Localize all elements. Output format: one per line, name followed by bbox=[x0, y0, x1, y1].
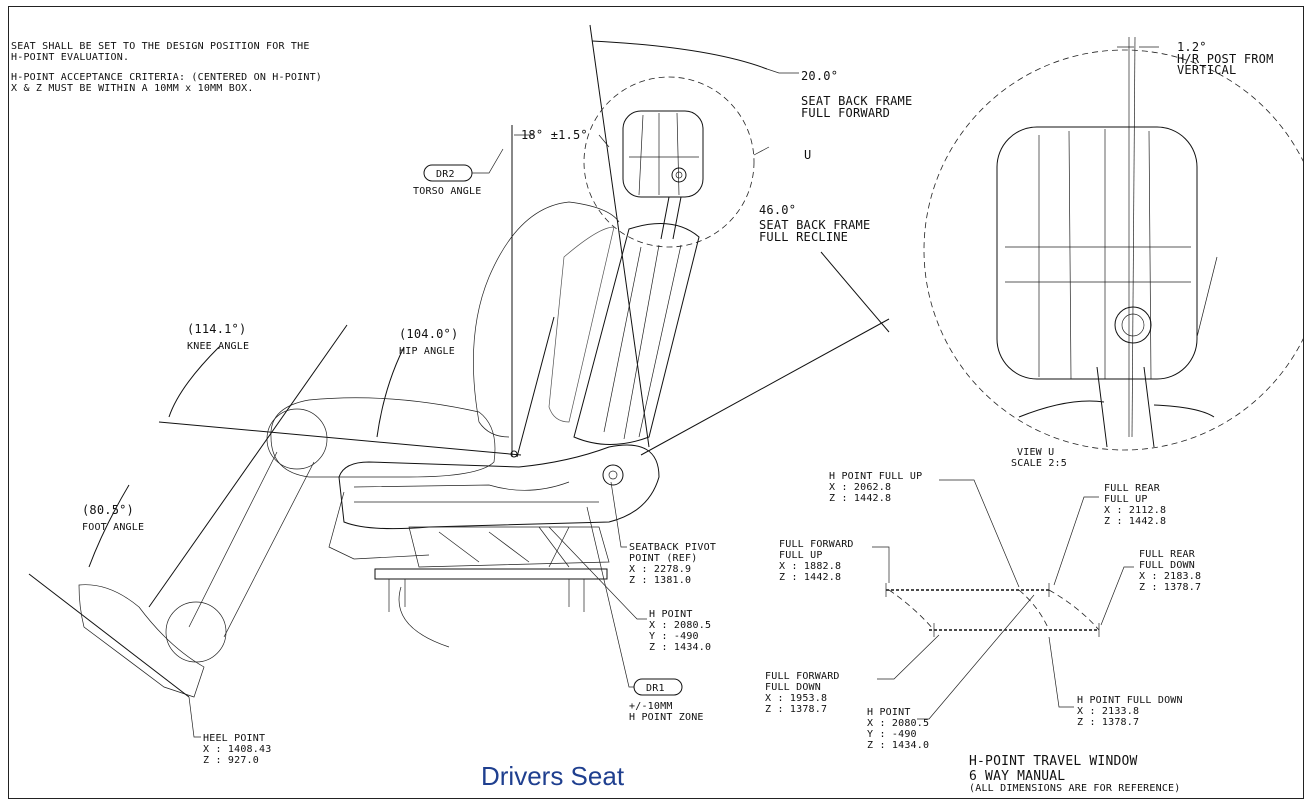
heel-z: Z : 927.0 bbox=[203, 755, 259, 766]
fwd-up-x: X : 1882.8 bbox=[779, 561, 841, 572]
hr-post-value: 1.2° bbox=[1177, 40, 1207, 54]
full-down-label: H POINT FULL DOWN bbox=[1077, 695, 1183, 706]
hpoint-y: Y : -490 bbox=[649, 631, 699, 642]
dr2-tag: DR2 bbox=[423, 148, 504, 182]
notes-block: SEAT SHALL BE SET TO THE DESIGN POSITION… bbox=[11, 41, 322, 94]
travel-window-note: (ALL DIMENSIONS ARE FOR REFERENCE) bbox=[969, 783, 1181, 794]
hpoint-z: Z : 1434.0 bbox=[649, 642, 711, 653]
rear-up-label: FULL UP bbox=[1104, 494, 1148, 505]
fwd-up-label: FULL FORWARD bbox=[779, 539, 854, 550]
fwd-down-label: FULL DOWN bbox=[765, 682, 821, 693]
view-u-detail bbox=[923, 36, 1303, 451]
rear-up-z: Z : 1442.8 bbox=[1104, 516, 1166, 527]
heel-x: X : 1408.43 bbox=[203, 744, 271, 755]
foot-angle-value: (80.5°) bbox=[82, 503, 134, 517]
pivot-label: SEATBACK PIVOT bbox=[629, 542, 716, 553]
knee-angle-value: (114.1°) bbox=[187, 322, 246, 336]
seatback-recline-label: FULL RECLINE bbox=[759, 230, 848, 244]
pivot-label: POINT (REF) bbox=[629, 553, 697, 564]
fwd-up-label: FULL UP bbox=[779, 550, 823, 561]
travel-hpoint-label: H POINT bbox=[867, 707, 911, 718]
note-line: H-POINT ACCEPTANCE CRITERIA: (CENTERED O… bbox=[11, 72, 322, 83]
full-up-x: X : 2062.8 bbox=[829, 482, 891, 493]
hr-post-label: VERTICAL bbox=[1177, 63, 1236, 77]
travel-hpoint-y: Y : -490 bbox=[867, 729, 917, 740]
zone-label: H POINT ZONE bbox=[629, 712, 704, 723]
hpoint-label: H POINT bbox=[649, 609, 693, 620]
hpoint-x: X : 2080.5 bbox=[649, 620, 711, 631]
pivot-x: X : 2278.9 bbox=[629, 564, 691, 575]
rear-up-label: FULL REAR bbox=[1104, 483, 1161, 494]
full-down-x: X : 2133.8 bbox=[1077, 706, 1139, 717]
view-callout: U bbox=[804, 148, 811, 162]
drawing-frame: SEAT SHALL BE SET TO THE DESIGN POSITION… bbox=[8, 6, 1304, 799]
fwd-down-x: X : 1953.8 bbox=[765, 693, 827, 704]
dr1-tag: DR1 bbox=[633, 678, 683, 696]
travel-window-subtitle: 6 WAY MANUAL bbox=[969, 769, 1065, 784]
full-up-label: H POINT FULL UP bbox=[829, 471, 922, 482]
seat-labels: 18° ±1.5° TORSO ANGLE 20.0° SEAT BACK FR… bbox=[82, 69, 912, 766]
view-u-scale: SCALE 2:5 bbox=[1011, 458, 1067, 469]
fwd-down-label: FULL FORWARD bbox=[765, 671, 840, 682]
zone-label: +/-10MM bbox=[629, 701, 673, 712]
svg-text:DR2: DR2 bbox=[436, 169, 455, 180]
seat-geometry bbox=[28, 24, 890, 738]
foot-angle-label: FOOT ANGLE bbox=[82, 522, 144, 533]
pivot-z: Z : 1381.0 bbox=[629, 575, 691, 586]
seatback-recline-label: SEAT BACK FRAME bbox=[759, 218, 870, 232]
view-u-title: VIEW U bbox=[1017, 447, 1054, 458]
svg-text:DR1: DR1 bbox=[646, 683, 665, 694]
travel-hpoint-z: Z : 1434.0 bbox=[867, 740, 929, 751]
rear-down-x: X : 2183.8 bbox=[1139, 571, 1201, 582]
hr-post-label: H/R POST FROM bbox=[1177, 52, 1274, 66]
note-line: SEAT SHALL BE SET TO THE DESIGN POSITION… bbox=[11, 41, 310, 52]
travel-window-title: H-POINT TRAVEL WINDOW bbox=[969, 754, 1138, 769]
hip-angle-label: HIP ANGLE bbox=[399, 346, 455, 357]
rear-down-label: FULL REAR bbox=[1139, 549, 1196, 560]
fwd-down-z: Z : 1378.7 bbox=[765, 704, 827, 715]
view-u-labels: 1.2° H/R POST FROM VERTICAL VIEW U SCALE… bbox=[1011, 40, 1274, 469]
seatback-forward-label: SEAT BACK FRAME bbox=[801, 94, 912, 108]
note-line: X & Z MUST BE WITHIN A 10MM x 10MM BOX. bbox=[11, 83, 254, 94]
seat-technical-drawing: SEAT SHALL BE SET TO THE DESIGN POSITION… bbox=[11, 24, 1303, 794]
full-up-z: Z : 1442.8 bbox=[829, 493, 891, 504]
rear-up-x: X : 2112.8 bbox=[1104, 505, 1166, 516]
fwd-up-z: Z : 1442.8 bbox=[779, 572, 841, 583]
seatback-recline-angle: 46.0° bbox=[759, 203, 796, 217]
travel-hpoint-x: X : 2080.5 bbox=[867, 718, 929, 729]
drawing-caption: Drivers Seat bbox=[481, 761, 625, 791]
knee-angle-label: KNEE ANGLE bbox=[187, 341, 249, 352]
torso-angle-label: TORSO ANGLE bbox=[413, 186, 481, 197]
travel-window-geometry bbox=[872, 479, 1134, 720]
torso-angle-value: 18° ±1.5° bbox=[521, 128, 588, 142]
seatback-forward-label: FULL FORWARD bbox=[801, 106, 890, 120]
full-down-z: Z : 1378.7 bbox=[1077, 717, 1139, 728]
seatback-forward-angle: 20.0° bbox=[801, 69, 838, 83]
rear-down-z: Z : 1378.7 bbox=[1139, 582, 1201, 593]
travel-window-labels: H POINT FULL UP X : 2062.8 Z : 1442.8 FU… bbox=[765, 471, 1201, 794]
note-line: H-POINT EVALUATION. bbox=[11, 52, 129, 63]
hip-angle-value: (104.0°) bbox=[399, 327, 458, 341]
heel-label: HEEL POINT bbox=[203, 733, 265, 744]
rear-down-label: FULL DOWN bbox=[1139, 560, 1195, 571]
